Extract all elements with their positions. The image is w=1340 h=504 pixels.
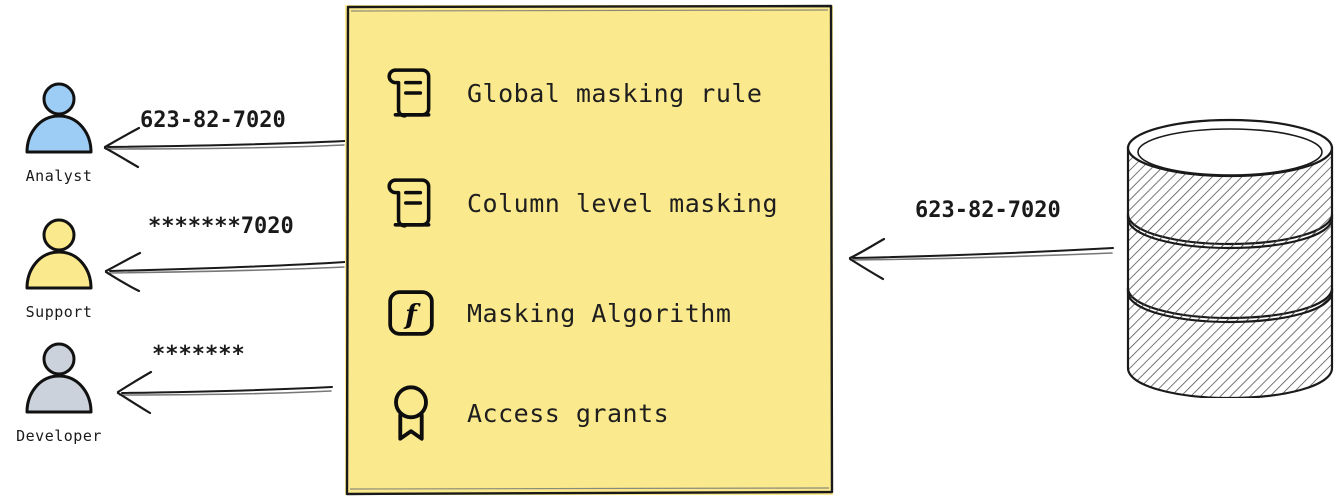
person-icon bbox=[4, 340, 114, 426]
policy-panel-border bbox=[345, 4, 834, 496]
svg-text:f: f bbox=[403, 299, 421, 330]
policy-item-label: Masking Algorithm bbox=[467, 298, 732, 328]
person-icon bbox=[4, 216, 114, 302]
arrow-to-developer bbox=[116, 370, 333, 415]
actor-label: Analyst bbox=[25, 167, 93, 185]
award-ribbon-icon bbox=[383, 383, 439, 443]
policy-item-label: Column level masking bbox=[467, 188, 779, 218]
actor-support[interactable]: Support bbox=[4, 216, 114, 321]
database-cylinder-icon bbox=[1122, 118, 1338, 400]
person-icon bbox=[4, 80, 114, 166]
policy-item-global-masking-rule[interactable]: Global masking rule bbox=[383, 63, 762, 123]
policy-item-masking-algorithm[interactable]: f Masking Algorithm bbox=[383, 283, 731, 343]
policy-panel-list: Global masking rule Column le bbox=[345, 5, 833, 495]
policy-panel: Global masking rule Column le bbox=[345, 4, 834, 496]
flow-label-developer: ******* bbox=[152, 342, 245, 367]
policy-item-label: Global masking rule bbox=[467, 78, 763, 108]
arrow-database-to-panel bbox=[848, 237, 1114, 281]
arrow-to-analyst bbox=[103, 126, 346, 169]
actor-label: Developer bbox=[16, 427, 102, 445]
policy-item-access-grants[interactable]: Access grants bbox=[383, 383, 669, 443]
policy-item-label: Access grants bbox=[467, 398, 670, 428]
flow-label-database: 623-82-7020 bbox=[915, 198, 1061, 223]
scroll-icon bbox=[383, 173, 439, 233]
actor-developer[interactable]: Developer bbox=[4, 340, 114, 445]
actor-analyst[interactable]: Analyst bbox=[4, 80, 114, 185]
scroll-icon bbox=[383, 63, 439, 123]
arrow-to-support bbox=[104, 251, 346, 293]
function-icon: f bbox=[383, 283, 439, 343]
flow-label-analyst: 623-82-7020 bbox=[140, 108, 286, 133]
policy-item-column-level-masking[interactable]: Column level masking bbox=[383, 173, 778, 233]
flow-label-support: *******7020 bbox=[148, 214, 294, 239]
actor-label: Support bbox=[25, 303, 93, 321]
